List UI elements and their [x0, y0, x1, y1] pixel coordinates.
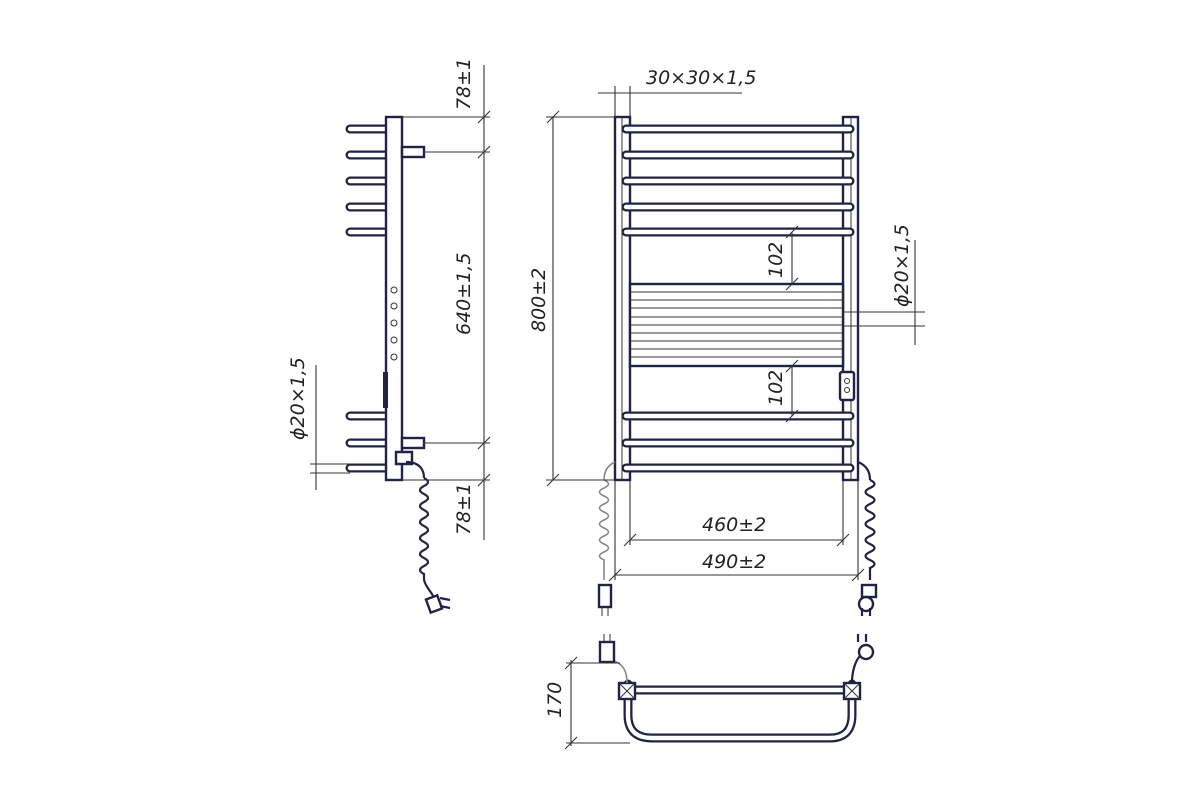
side-bracket-top [400, 145, 426, 159]
front-control-unit [838, 370, 856, 402]
dim-gap-lower: 102 [765, 370, 787, 406]
front-rungs-lower [621, 411, 855, 473]
dim-overall-height: 800±2 [528, 268, 550, 332]
top-view-post-left [617, 681, 637, 701]
front-right-plug [857, 583, 878, 616]
dim-tube-side: ϕ20×1,5 [287, 357, 309, 440]
front-rungs-middle [628, 282, 845, 368]
dim-depth: 170 [544, 682, 566, 718]
dim-inner-width: 460±2 [702, 514, 766, 536]
side-plug [424, 593, 451, 615]
front-right-cable [864, 478, 876, 580]
side-view: 78±1 640±1,5 78±1 ϕ20×1,5 [287, 58, 491, 615]
side-bracket-bottom [400, 436, 426, 450]
top-view: 170 [544, 634, 875, 750]
top-view-right-plug [856, 634, 875, 661]
side-coiled-cable [418, 477, 430, 580]
top-view-dimensions [564, 656, 630, 750]
dim-bottom-offset: 78±1 [453, 483, 475, 535]
dim-overall-width: 490±2 [702, 551, 766, 573]
side-rungs [345, 124, 393, 473]
front-rungs-upper [621, 124, 855, 237]
front-dimensions [546, 86, 925, 582]
front-view: 30×30×1,5 800±2 102 102 ϕ20×1,5 460±2 49… [528, 67, 925, 616]
top-view-left-plug [598, 634, 616, 664]
dim-profile: 30×30×1,5 [646, 67, 756, 89]
side-post [384, 115, 404, 482]
dim-gap-upper: 102 [765, 242, 787, 278]
top-view-post-right [842, 681, 862, 701]
side-control-dots [390, 286, 398, 361]
side-heater-block [383, 372, 388, 408]
side-dimensions [310, 65, 491, 540]
front-left-cable [598, 479, 610, 580]
front-left-plug [597, 583, 613, 616]
dim-tube-front: ϕ20×1,5 [891, 224, 913, 307]
dim-top-offset: 78±1 [453, 58, 475, 110]
dim-mount-spacing: 640±1,5 [453, 253, 475, 335]
